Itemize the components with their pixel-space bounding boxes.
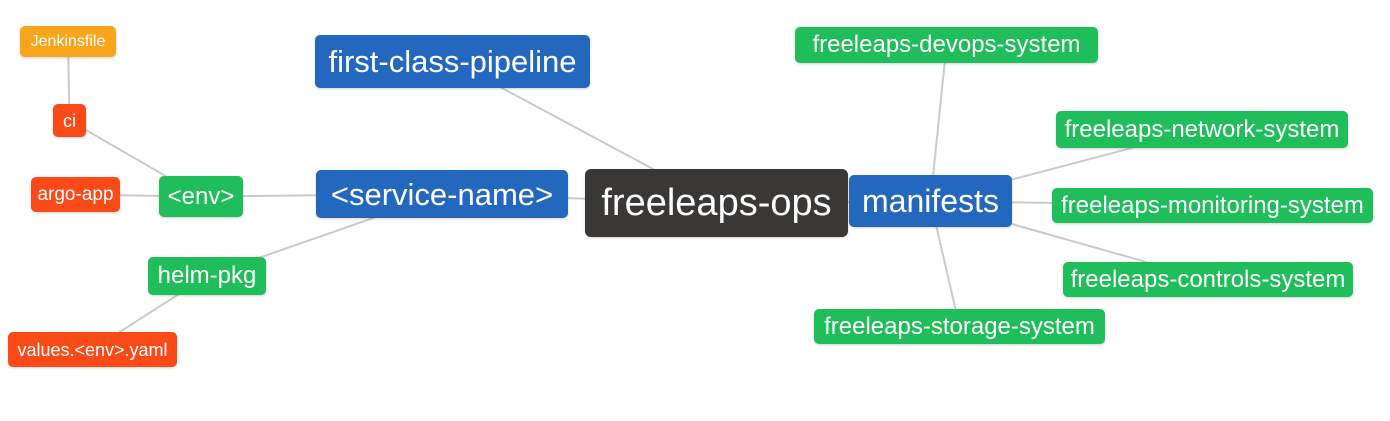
node-network-system[interactable]: freeleaps-network-system (1056, 111, 1348, 148)
node-label-controls-system: freeleaps-controls-system (1070, 265, 1346, 293)
node-label-service-name: <service-name> (330, 176, 554, 212)
node-label-freeleaps-ops: freeleaps-ops (601, 182, 832, 224)
node-jenkinsfile[interactable]: Jenkinsfile (20, 26, 116, 57)
node-label-jenkinsfile: Jenkinsfile (30, 32, 106, 50)
node-values-env-yaml[interactable]: values.<env>.yaml (8, 332, 177, 367)
node-label-devops-system: freeleaps-devops-system (812, 31, 1081, 58)
node-label-monitoring-system: freeleaps-monitoring-system (1061, 191, 1364, 219)
node-manifests[interactable]: manifests (849, 175, 1012, 227)
node-label-env: <env> (167, 182, 235, 210)
node-service-name[interactable]: <service-name> (316, 170, 568, 218)
node-label-values-env-yaml: values.<env>.yaml (17, 339, 168, 360)
node-first-class-pipeline[interactable]: first-class-pipeline (315, 35, 590, 88)
node-label-storage-system: freeleaps-storage-system (824, 312, 1095, 340)
node-controls-system[interactable]: freeleaps-controls-system (1063, 262, 1353, 297)
node-label-ci: ci (63, 110, 76, 131)
node-ci[interactable]: ci (53, 104, 86, 137)
node-label-argo-app: argo-app (37, 184, 114, 205)
node-label-first-class-pipeline: first-class-pipeline (328, 44, 577, 79)
node-storage-system[interactable]: freeleaps-storage-system (814, 309, 1105, 344)
node-argo-app[interactable]: argo-app (31, 177, 120, 212)
node-helm-pkg[interactable]: helm-pkg (148, 257, 266, 295)
node-devops-system[interactable]: freeleaps-devops-system (795, 27, 1098, 63)
node-label-manifests: manifests (862, 183, 999, 219)
node-freeleaps-ops[interactable]: freeleaps-ops (585, 169, 848, 237)
node-label-helm-pkg: helm-pkg (157, 262, 257, 289)
node-env[interactable]: <env> (159, 176, 243, 217)
node-label-network-system: freeleaps-network-system (1064, 115, 1340, 143)
node-monitoring-system[interactable]: freeleaps-monitoring-system (1052, 188, 1373, 223)
